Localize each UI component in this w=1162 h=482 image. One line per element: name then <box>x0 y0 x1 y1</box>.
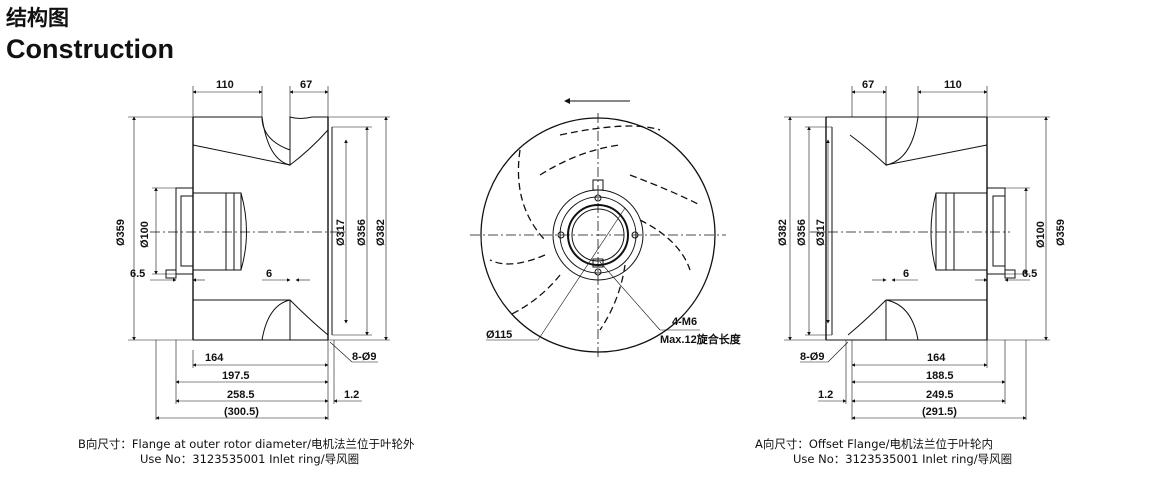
dim-188-5: 188.5 <box>926 370 954 382</box>
dim-249-5: 249.5 <box>926 389 954 401</box>
left-caption-line-1: B向尺寸：Flange at outer rotor diameter/电机法兰… <box>78 437 415 451</box>
dim-8-d9: 8-Ø9 <box>352 351 376 363</box>
dim-d317: Ø317 <box>815 219 827 246</box>
left-side-view <box>128 86 390 420</box>
right-view-caption: A向尺寸：Offset Flange/电机法兰位于叶轮内 Use No：3123… <box>755 437 1012 467</box>
label-max-12: Max.12旋合长度 <box>660 332 742 346</box>
dim-291-5: (291.5) <box>922 406 957 418</box>
dim-d115: Ø115 <box>486 329 512 341</box>
dim-d317: Ø317 <box>335 219 347 246</box>
right-side-view <box>784 86 1050 420</box>
dim-164: 164 <box>205 352 224 364</box>
dim-d100: Ø100 <box>1035 221 1047 248</box>
dim-6-5: 6.5 <box>130 268 145 280</box>
dim-d382: Ø382 <box>375 219 387 246</box>
dim-67: 67 <box>300 79 312 91</box>
dim-d356: Ø356 <box>356 219 368 246</box>
dim-d359: Ø359 <box>115 219 127 246</box>
left-view-dimension-labels: 110 67 Ø359 Ø100 Ø317 Ø356 Ø382 6.5 6 16… <box>115 79 387 418</box>
page-title: Construction <box>6 34 174 64</box>
right-caption-line-2: Use No：3123535001 Inlet ring/导风圈 <box>793 452 1013 466</box>
dim-300-5: (300.5) <box>224 406 259 418</box>
right-caption-line-1: A向尺寸：Offset Flange/电机法兰位于叶轮内 <box>755 437 993 451</box>
dim-d356: Ø356 <box>796 219 808 246</box>
dim-6-5: 6.5 <box>1022 268 1037 280</box>
dim-110: 110 <box>216 79 234 91</box>
page-title-chinese: 结构图 <box>6 6 69 30</box>
dim-d100: Ø100 <box>139 221 151 248</box>
front-view-labels: Ø115 4-M6 Max.12旋合长度 <box>486 316 742 346</box>
dim-164: 164 <box>927 352 946 364</box>
dim-d359: Ø359 <box>1055 219 1067 246</box>
front-view <box>470 98 726 360</box>
dim-6: 6 <box>266 268 272 280</box>
dim-d382: Ø382 <box>777 219 789 246</box>
label-4-m6: 4-M6 <box>672 316 697 328</box>
right-view-dimension-labels: 67 110 Ø382 Ø356 Ø317 Ø100 Ø359 6 6.5 8-… <box>777 79 1067 418</box>
dim-6: 6 <box>903 268 909 280</box>
dim-1-2: 1.2 <box>344 389 359 401</box>
dim-258-5: 258.5 <box>227 389 255 401</box>
left-view-caption: B向尺寸：Flange at outer rotor diameter/电机法兰… <box>78 437 415 467</box>
dim-1-2: 1.2 <box>818 389 833 401</box>
left-caption-line-2: Use No：3123535001 Inlet ring/导风圈 <box>140 452 360 466</box>
dim-67: 67 <box>862 79 874 91</box>
dim-110: 110 <box>944 79 962 91</box>
dim-197-5: 197.5 <box>222 370 250 382</box>
dim-8-d9: 8-Ø9 <box>800 351 824 363</box>
